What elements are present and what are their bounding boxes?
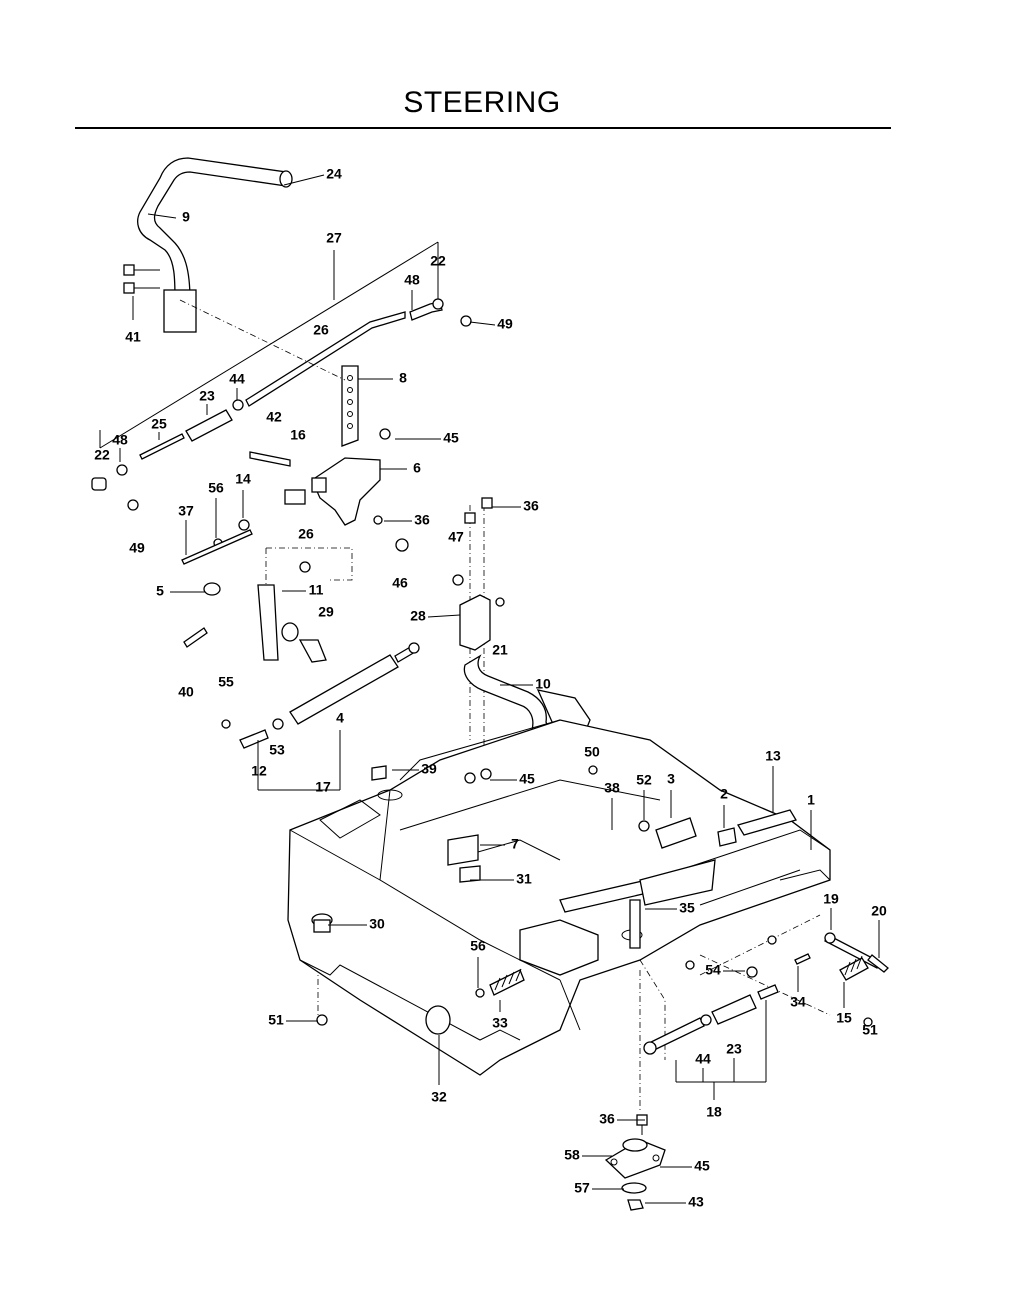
spring-33: [475, 957, 525, 1012]
mounts-30-32: [311, 913, 451, 1085]
callout-32: 32: [431, 1089, 447, 1105]
callout-23: 23: [726, 1041, 742, 1057]
callout-7: 7: [511, 836, 519, 852]
callout-58: 58: [564, 1147, 580, 1163]
callout-23: 23: [199, 388, 215, 404]
callout-51: 51: [268, 1012, 284, 1028]
callout-35: 35: [679, 900, 695, 916]
callout-36: 36: [599, 1111, 615, 1127]
callout-12: 12: [251, 763, 267, 779]
callout-38: 38: [604, 780, 620, 796]
callout-40: 40: [178, 684, 194, 700]
linkage-18: [643, 960, 779, 1100]
callout-22: 22: [94, 447, 110, 463]
callout-10: 10: [535, 676, 551, 692]
page-title: STEERING: [403, 86, 561, 119]
callout-52: 52: [636, 772, 652, 788]
callout-50: 50: [584, 744, 600, 760]
title-rule: [75, 127, 891, 129]
callout-57: 57: [574, 1180, 590, 1196]
hardware-14-56-37: [181, 490, 253, 565]
callout-11: 11: [309, 582, 324, 598]
callout-47: 47: [448, 529, 464, 545]
callout-21: 21: [492, 642, 508, 658]
callout-6: 6: [413, 460, 421, 476]
callout-30: 30: [369, 916, 385, 932]
pivot-arm-11: [183, 561, 327, 663]
bracket-7-31: [371, 765, 492, 883]
leader-line-49: [469, 321, 496, 326]
rod-25-tube-23: [91, 409, 233, 511]
callout-8: 8: [399, 370, 407, 386]
bracket-28: [452, 497, 505, 651]
damper-4: [221, 642, 420, 791]
leader-line-28: [427, 614, 461, 618]
rod-26: [232, 298, 472, 411]
callout-36: 36: [523, 498, 539, 514]
callout-5: 5: [156, 583, 164, 599]
callout-26: 26: [313, 322, 329, 338]
callout-24: 24: [326, 166, 342, 182]
bolts-41: [123, 264, 160, 320]
leader-line-9: [147, 213, 177, 219]
callout-15: 15: [836, 1010, 852, 1026]
callout-44: 44: [695, 1051, 711, 1067]
callout-9: 9: [182, 209, 190, 225]
rod-kit-lines: [99, 241, 439, 462]
callout-25: 25: [151, 416, 167, 432]
callout-20: 20: [871, 903, 887, 919]
callout-2: 2: [720, 786, 728, 802]
callout-1: 1: [807, 792, 815, 808]
callout-4: 4: [336, 710, 344, 726]
callout-48: 48: [404, 272, 420, 288]
cross-shaft: [519, 859, 716, 976]
callout-49: 49: [129, 540, 145, 556]
callout-51: 51: [862, 1022, 878, 1038]
callout-22: 22: [430, 253, 446, 269]
callout-17: 17: [315, 779, 331, 795]
callout-49: 49: [497, 316, 513, 332]
callout-53: 53: [269, 742, 285, 758]
callout-45: 45: [519, 771, 535, 787]
right-parts-3-2-13: [588, 765, 812, 850]
callout-leaders: [147, 174, 745, 1204]
callout-55: 55: [218, 674, 234, 690]
callout-26: 26: [298, 526, 314, 542]
leader-line-24: [283, 174, 325, 186]
callout-46: 46: [392, 575, 408, 591]
callout-43: 43: [688, 1194, 704, 1210]
callout-16: 16: [290, 427, 306, 443]
right-shaft-19-20: [767, 908, 889, 1027]
callout-56: 56: [208, 480, 224, 496]
callout-45: 45: [694, 1158, 710, 1174]
callout-3: 3: [667, 771, 675, 787]
isolator-mount: [604, 1114, 666, 1211]
callout-36: 36: [414, 512, 430, 528]
bracket-8-6: [249, 365, 409, 552]
callout-14: 14: [235, 471, 251, 487]
callout-33: 33: [492, 1015, 508, 1031]
callout-18: 18: [706, 1104, 722, 1120]
callout-42: 42: [266, 409, 282, 425]
callout-56: 56: [470, 938, 486, 954]
callout-48: 48: [112, 432, 128, 448]
callout-44: 44: [229, 371, 245, 387]
callout-31: 31: [516, 871, 532, 887]
callout-45: 45: [443, 430, 459, 446]
callout-19: 19: [823, 891, 839, 907]
callout-39: 39: [421, 761, 437, 777]
callout-27: 27: [326, 230, 342, 246]
callout-29: 29: [318, 604, 334, 620]
callout-34: 34: [790, 994, 806, 1010]
chassis-frame: [287, 719, 831, 1076]
callout-37: 37: [178, 503, 194, 519]
callout-13: 13: [765, 748, 781, 764]
callout-41: 41: [125, 329, 141, 345]
steering-handle-part: [137, 157, 293, 333]
callout-54: 54: [705, 962, 721, 978]
callout-28: 28: [410, 608, 426, 624]
